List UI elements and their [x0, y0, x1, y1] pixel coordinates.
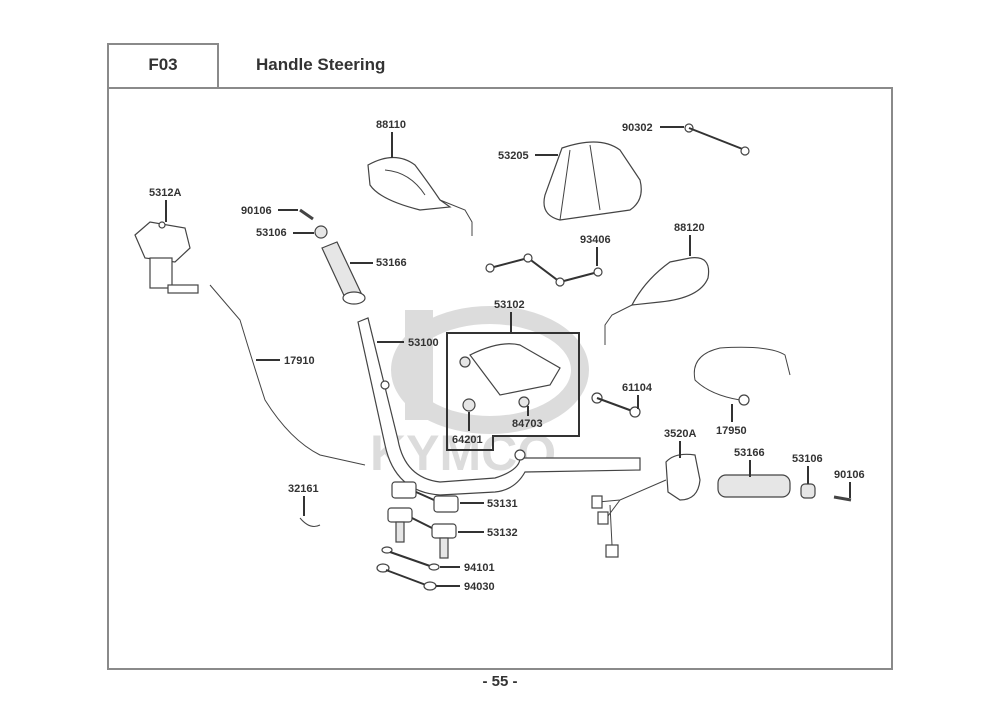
label-17910: 17910	[256, 355, 315, 367]
svg-text:61104: 61104	[622, 382, 653, 394]
master-cylinder-5312A[interactable]	[134, 221, 199, 294]
svg-text:90106: 90106	[241, 205, 272, 217]
bolt-90106-right[interactable]	[833, 495, 852, 502]
page-title: Handle Steering	[256, 55, 386, 74]
svg-text:88110: 88110	[376, 119, 406, 131]
svg-text:53106: 53106	[256, 227, 287, 239]
svg-text:32161: 32161	[288, 483, 319, 495]
svg-text:17910: 17910	[284, 355, 315, 367]
svg-text:53166: 53166	[376, 257, 407, 269]
svg-text:94101: 94101	[464, 562, 495, 574]
label-53132: 53132	[458, 527, 518, 539]
svg-text:84703: 84703	[512, 418, 543, 430]
svg-text:5312A: 5312A	[149, 187, 181, 199]
mirror-left-88110[interactable]	[367, 156, 473, 237]
svg-text:53106: 53106	[792, 453, 823, 465]
label-90106-left: 90106	[241, 205, 298, 217]
svg-text:17950: 17950	[716, 425, 747, 437]
holder-upper-53131[interactable]	[391, 481, 459, 513]
svg-text:53100: 53100	[408, 337, 439, 349]
svg-text:53166: 53166	[734, 447, 765, 459]
label-32161: 32161	[288, 483, 319, 516]
label-53166-left: 53166	[350, 257, 407, 269]
label-17950: 17950	[716, 404, 747, 437]
washers-94101[interactable]	[381, 546, 440, 571]
label-5312A: 5312A	[149, 187, 181, 222]
screws-90302[interactable]	[684, 123, 750, 156]
diagram-frame	[107, 87, 893, 670]
svg-text:53131: 53131	[487, 498, 518, 510]
svg-text:53102: 53102	[494, 299, 525, 311]
label-53205: 53205	[498, 150, 558, 162]
cable-17910[interactable]	[209, 284, 366, 466]
label-61104: 61104	[622, 382, 653, 409]
label-53100: 53100	[377, 337, 439, 349]
label-53166-right: 53166	[734, 447, 765, 477]
svg-text:53132: 53132	[487, 527, 518, 539]
label-93406: 93406	[580, 234, 611, 266]
label-88120: 88120	[674, 222, 705, 256]
bracket-box-53102[interactable]	[446, 332, 580, 451]
screws-93406[interactable]	[485, 253, 603, 287]
svg-text:90302: 90302	[622, 122, 653, 134]
label-64201: 64201	[452, 412, 483, 446]
label-3520A: 3520A	[664, 428, 696, 458]
bolt-90106-left[interactable]	[299, 208, 314, 221]
label-53131: 53131	[460, 498, 518, 510]
bolts-61104[interactable]	[591, 392, 641, 418]
label-94101: 94101	[440, 562, 495, 574]
label-88110: 88110	[376, 119, 406, 158]
svg-text:93406: 93406	[580, 234, 611, 246]
label-53106-right: 53106	[792, 453, 823, 484]
label-53102: 53102	[494, 299, 525, 333]
holder-lower-53132[interactable]	[387, 507, 457, 559]
svg-text:3520A: 3520A	[664, 428, 696, 440]
nuts-94030[interactable]	[376, 563, 437, 591]
bar-end-53106-left[interactable]	[314, 225, 328, 239]
mirror-right-88120[interactable]	[604, 257, 710, 345]
label-84703: 84703	[512, 406, 543, 430]
grip-53166-left[interactable]	[321, 241, 366, 305]
handle-cover-53205[interactable]	[543, 141, 642, 221]
section-code: F03	[148, 55, 178, 74]
handle-switch-3520A[interactable]	[591, 453, 701, 558]
page-number: - 55 -	[482, 673, 518, 690]
svg-text:88120: 88120	[674, 222, 705, 234]
clip-32161[interactable]	[299, 517, 321, 527]
bar-end-53106-right[interactable]	[800, 483, 816, 499]
label-53106-left: 53106	[256, 227, 314, 239]
grip-53166-right[interactable]	[717, 474, 791, 498]
label-94030: 94030	[436, 581, 495, 593]
svg-text:64201: 64201	[452, 434, 483, 446]
label-90302: 90302	[622, 122, 684, 134]
svg-text:90106: 90106	[834, 469, 865, 481]
svg-text:53205: 53205	[498, 150, 529, 162]
svg-text:94030: 94030	[464, 581, 495, 593]
label-90106-right: 90106	[834, 469, 865, 498]
section-code-box	[107, 43, 219, 89]
throttle-cable-17950[interactable]	[693, 346, 791, 406]
